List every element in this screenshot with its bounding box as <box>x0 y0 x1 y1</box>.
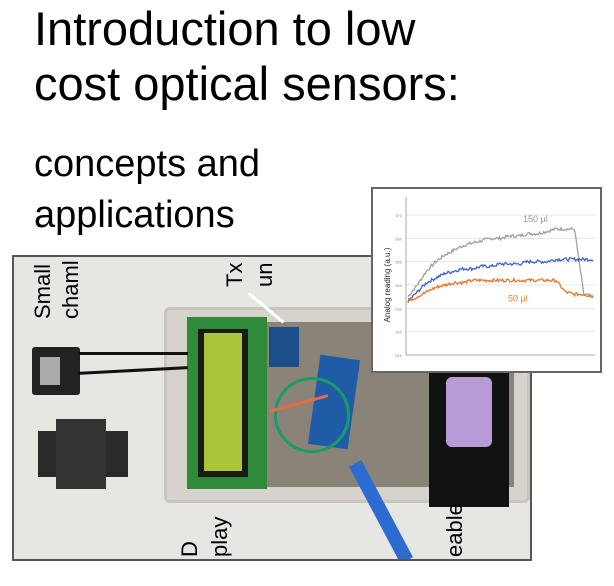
label-play: play <box>207 516 232 557</box>
y-tick-label: 570 <box>395 213 402 218</box>
sample-chamber-window <box>40 357 60 385</box>
label-un: un <box>252 262 277 287</box>
chamber-lid-top <box>56 419 106 489</box>
slide-title-line-2: cost optical sensors: <box>34 57 460 110</box>
label-d: D <box>177 541 202 557</box>
y-tick-label: 510 <box>395 353 402 358</box>
annotation-50ul: 50 µl <box>508 293 528 303</box>
annotation-150ul: 150 µl <box>523 214 548 224</box>
y-tick-label: 550 <box>395 260 402 265</box>
y-axis-label: Analog reading (a.u.) <box>383 247 392 322</box>
label-tx: Tx <box>222 262 247 287</box>
y-tick-label: 540 <box>395 283 402 288</box>
label-small: Small <box>30 263 55 319</box>
battery <box>446 377 492 447</box>
slide-subtitle-line-2: applications <box>34 194 235 236</box>
y-tick-label: 530 <box>395 306 402 311</box>
label-chamber: chaml <box>58 260 83 319</box>
fiber-cable-1 <box>78 352 188 355</box>
slide-subtitle-line-1: concepts and <box>34 143 261 185</box>
label-eable: eable <box>442 503 467 557</box>
series-line <box>407 276 594 302</box>
y-tick-label: 520 <box>395 330 402 335</box>
series-line <box>407 256 594 303</box>
green-wire <box>274 377 350 453</box>
y-tick-label: 560 <box>395 236 402 241</box>
lcd-display <box>204 333 242 471</box>
series-line <box>407 226 594 298</box>
slide-title-line-1: Introduction to low <box>34 2 416 55</box>
sensor-board <box>269 327 299 367</box>
